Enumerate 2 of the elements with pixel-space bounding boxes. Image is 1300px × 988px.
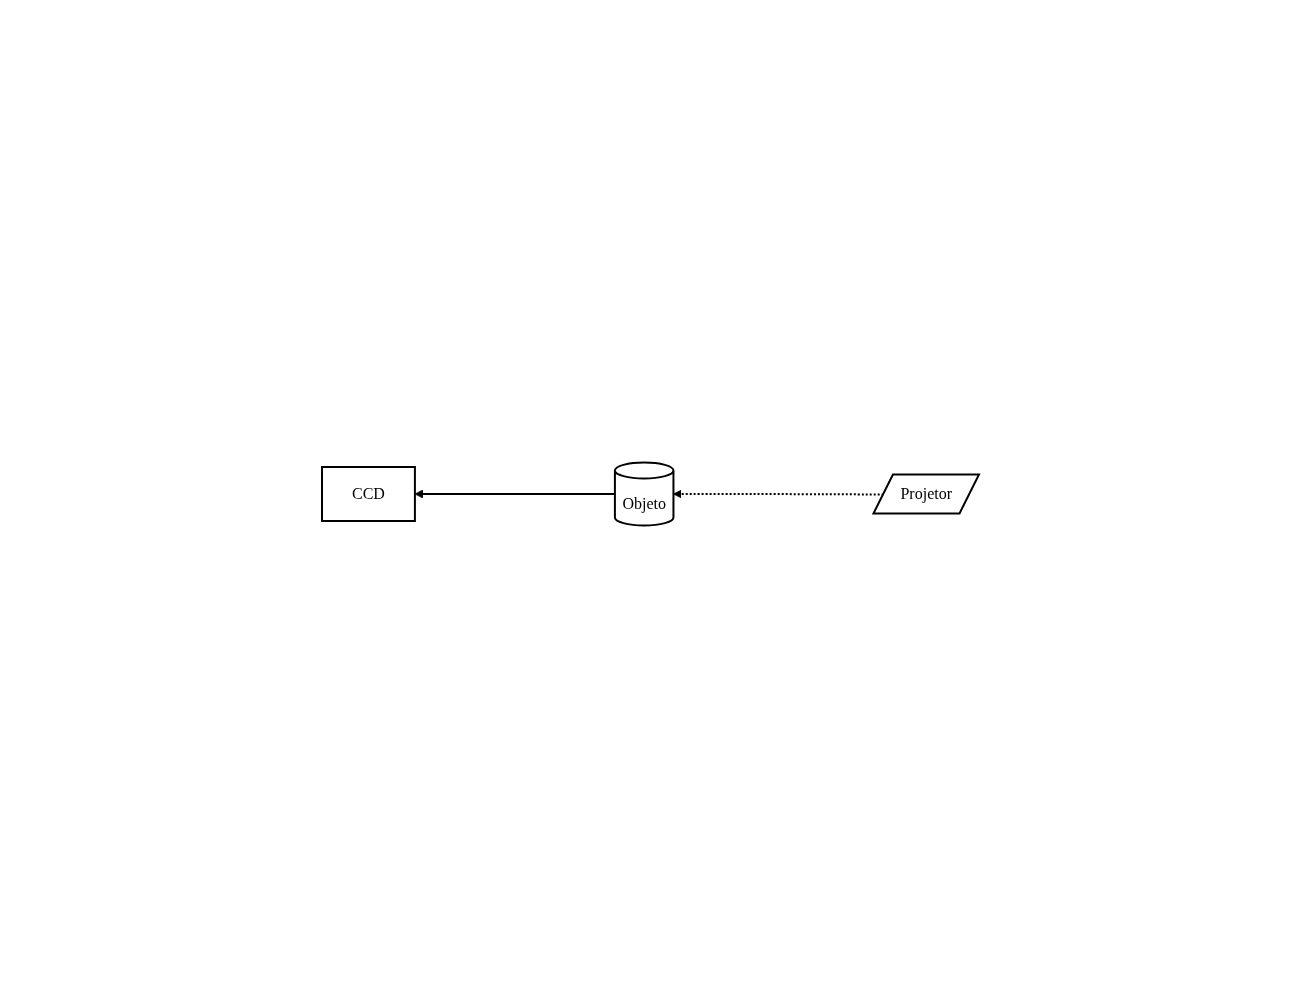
arrow [414,489,616,499]
node-box: CCD [320,466,416,522]
